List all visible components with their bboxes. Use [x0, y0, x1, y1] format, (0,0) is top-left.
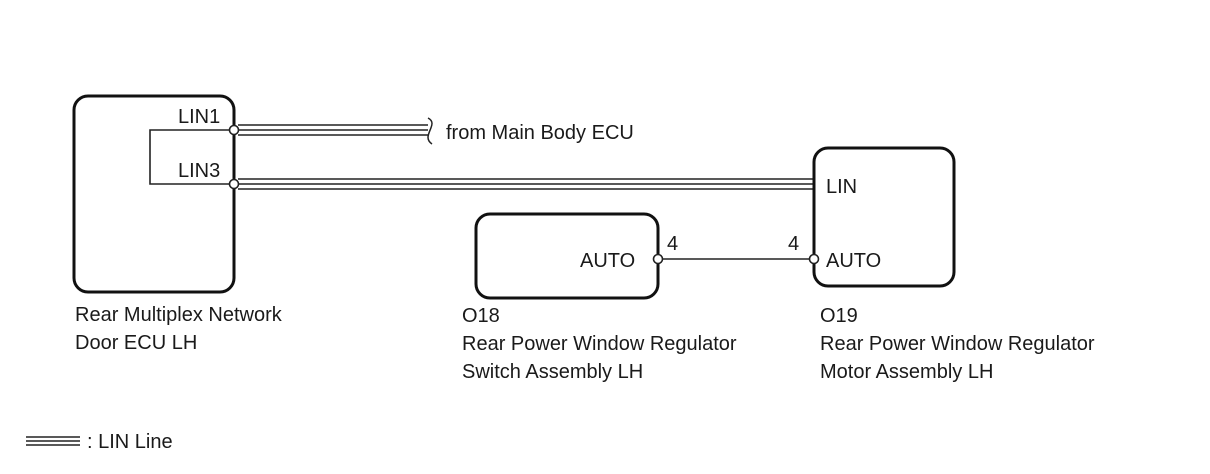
- switch-auto-terminal: [652, 253, 664, 265]
- rear-ecu-lin3-terminal: [228, 178, 240, 190]
- rear-ecu-component: LIN1 LIN3 Rear Multiplex Network Door EC…: [72, 94, 283, 354]
- motor-name-line1: Rear Power Window Regulator: [820, 333, 1095, 355]
- rear-ecu-internal-link: [149, 129, 234, 185]
- switch-name-line2: Switch Assembly LH: [462, 361, 643, 383]
- motor-box: [812, 146, 956, 288]
- wire-break-symbol: [427, 117, 433, 145]
- lin1-wire: [238, 117, 433, 145]
- switch-component: AUTO 4 O18 Rear Power Window Regulator S…: [462, 212, 737, 383]
- motor-auto-terminal: [808, 253, 820, 265]
- motor-component: LIN AUTO 4 O19 Rear Power Window Regulat…: [788, 146, 1095, 383]
- switch-pin-auto-number: 4: [667, 233, 678, 255]
- motor-code: O19: [820, 305, 858, 327]
- motor-name-line2: Motor Assembly LH: [820, 361, 993, 383]
- rear-ecu-lin1-terminal: [228, 124, 240, 136]
- motor-pin-auto: AUTO: [826, 250, 881, 272]
- lin3-wire: [238, 178, 814, 190]
- switch-code: O18: [462, 305, 500, 327]
- legend: : LIN Line: [26, 431, 173, 453]
- legend-lin-line-symbol: [26, 436, 80, 446]
- rear-ecu-pin-lin1: LIN1: [178, 106, 220, 128]
- switch-pin-auto: AUTO: [580, 250, 635, 272]
- from-main-body-ecu-label: from Main Body ECU: [446, 122, 634, 144]
- motor-pin-auto-number: 4: [788, 233, 799, 255]
- rear-ecu-name-line2: Door ECU LH: [75, 332, 197, 354]
- rear-ecu-name-line1: Rear Multiplex Network: [75, 304, 283, 326]
- motor-pin-lin: LIN: [826, 176, 857, 198]
- switch-name-line1: Rear Power Window Regulator: [462, 333, 737, 355]
- rear-ecu-pin-lin3: LIN3: [178, 160, 220, 182]
- rear-ecu-box: [72, 94, 236, 294]
- legend-lin-line-label: : LIN Line: [87, 431, 173, 453]
